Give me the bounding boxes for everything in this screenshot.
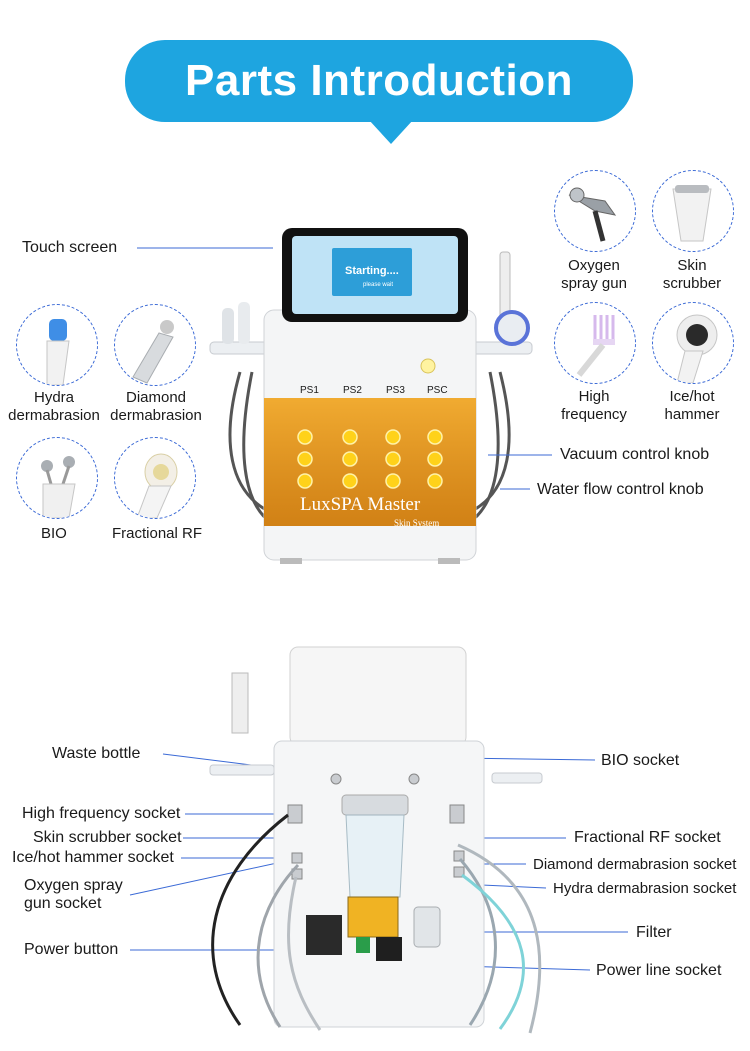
label-hydra-socket: Hydra dermabrasion socket xyxy=(553,880,737,897)
skin-scrubber-icon xyxy=(672,185,712,242)
ice-hot-hammer-icon xyxy=(676,314,718,383)
brand-name: LuxSPA Master xyxy=(300,494,421,515)
label-touch-screen: Touch screen xyxy=(22,239,118,256)
label-diamond: Diamond dermabrasion xyxy=(110,389,202,424)
label-waste-bottle: Waste bottle xyxy=(52,745,141,762)
hydra-handpiece-thumb xyxy=(16,304,98,386)
high-frequency-thumb xyxy=(554,302,636,384)
fractional-rf-handpiece-thumb xyxy=(114,437,196,519)
label-skin-scrubber: Skin scrubber xyxy=(662,257,722,292)
brand-subtitle: Skin System xyxy=(394,518,440,528)
back-machine-illustration xyxy=(209,646,543,1034)
fractional-rf-handpiece-icon xyxy=(136,453,178,518)
label-vacuum-knob: Vacuum control knob xyxy=(560,446,710,463)
diamond-handpiece-thumb xyxy=(114,304,196,386)
screen-status-subtext: please wait xyxy=(363,282,394,288)
label-fractional-rf-socket: Fractional RF socket xyxy=(574,829,721,846)
port-label-ps2: PS2 xyxy=(343,385,362,396)
label-filter: Filter xyxy=(636,924,672,941)
oxygen-gun-icon xyxy=(568,187,617,242)
label-high-frequency: High frequency xyxy=(561,388,627,423)
label-fractional-rf: Fractional RF xyxy=(112,525,203,542)
port-label-psc: PSC xyxy=(427,385,448,396)
label-water-knob: Water flow control knob xyxy=(537,481,704,498)
skin-scrubber-thumb xyxy=(652,170,734,252)
label-skin-scrubber-socket: Skin scrubber socket xyxy=(33,829,182,846)
banner-title: Parts Introduction xyxy=(185,56,573,105)
label-power-button: Power button xyxy=(24,941,119,958)
label-ice-hot-socket: Ice/hot hammer socket xyxy=(12,849,174,866)
front-machine-illustration xyxy=(209,228,533,564)
label-hydra: Hydra dermabrasion xyxy=(8,389,100,424)
diamond-handpiece-icon xyxy=(132,320,174,384)
bio-handpiece-icon xyxy=(41,456,76,518)
label-oxygen: Oxygen spray gun xyxy=(561,257,627,292)
hydra-handpiece-icon xyxy=(46,319,70,385)
label-power-line-socket: Power line socket xyxy=(596,962,722,979)
oxygen-gun-thumb xyxy=(554,170,636,252)
ice-hot-hammer-thumb xyxy=(652,302,734,384)
port-label-ps3: PS3 xyxy=(386,385,405,396)
screen-status-text: Starting.... xyxy=(345,265,399,277)
label-bio: BIO xyxy=(41,525,67,542)
label-high-frequency-socket: High frequency socket xyxy=(22,805,181,822)
port-label-ps1: PS1 xyxy=(300,385,319,396)
label-diamond-socket: Diamond dermabrasion socket xyxy=(533,856,737,873)
bio-handpiece-thumb xyxy=(16,437,98,519)
high-frequency-icon xyxy=(576,315,615,377)
title-banner: Parts Introduction xyxy=(125,40,633,144)
label-oxygen-socket: Oxygen spray gun socket xyxy=(24,877,123,912)
label-bio-socket: BIO socket xyxy=(601,752,680,769)
label-ice-hot: Ice/hot hammer xyxy=(664,388,720,423)
